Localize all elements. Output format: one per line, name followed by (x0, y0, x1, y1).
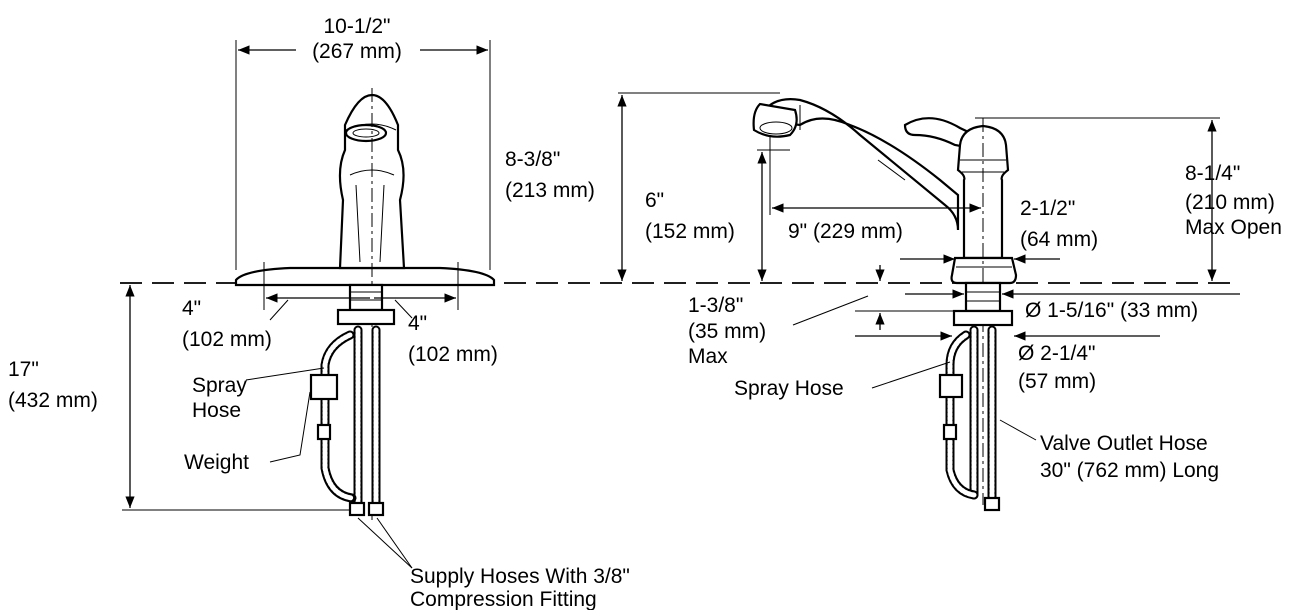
width-dim-label: 10-1/2" (324, 15, 391, 38)
reach-dim: 9" (229 mm) (788, 220, 903, 243)
max-open-dim-mm: (210 mm) (1185, 191, 1275, 214)
spray-hose-label-line1: Spray (192, 374, 247, 397)
nut-diameter-dim-mm: (57 mm) (1018, 370, 1096, 393)
valve-outlet-hose-label-line2: 30" (762 mm) Long (1040, 459, 1219, 482)
right-offset-dim-mm: (102 mm) (408, 343, 498, 366)
max-open-dim: 8-1/4" (1185, 162, 1240, 185)
deck-thickness-max: Max (688, 345, 728, 368)
width-dim-mm-label: (267 mm) (312, 40, 402, 63)
nut-diameter-dim: Ø 2-1/4" (1018, 342, 1096, 365)
spout-height-dim-mm: (152 mm) (645, 220, 735, 243)
max-open-label: Max Open (1185, 216, 1282, 239)
height-dim-mm: (213 mm) (505, 179, 595, 202)
weight-label: Weight (184, 451, 249, 474)
below-deck-dim-mm: (432 mm) (8, 389, 98, 412)
spray-hose-label-line2: Hose (192, 399, 241, 422)
supply-hoses-label-line1: Supply Hoses With 3/8" (410, 565, 630, 588)
front-view-faucet (234, 88, 496, 520)
spout-height-dim: 6" (645, 189, 664, 212)
deck-thickness-dim: 1-3/8" (688, 294, 743, 317)
left-offset-dim: 4" (182, 297, 201, 320)
side-spray-hose-label: Spray Hose (734, 377, 844, 400)
valve-outlet-hose-label-line1: Valve Outlet Hose (1040, 432, 1208, 455)
supply-hoses-label-line2: Compression Fitting (410, 588, 597, 610)
base-dim: 2-1/2" (1020, 197, 1075, 220)
side-view-faucet (752, 98, 1018, 512)
deck-thickness-dim-mm: (35 mm) (688, 320, 766, 343)
below-deck-dim: 17" (8, 358, 39, 381)
right-offset-dim: 4" (408, 312, 427, 335)
shank-diameter-dim: Ø 1-5/16" (33 mm) (1025, 299, 1198, 322)
base-dim-mm: (64 mm) (1020, 228, 1098, 251)
height-dim: 8-3/8" (505, 148, 560, 171)
left-offset-dim-mm: (102 mm) (182, 328, 272, 351)
